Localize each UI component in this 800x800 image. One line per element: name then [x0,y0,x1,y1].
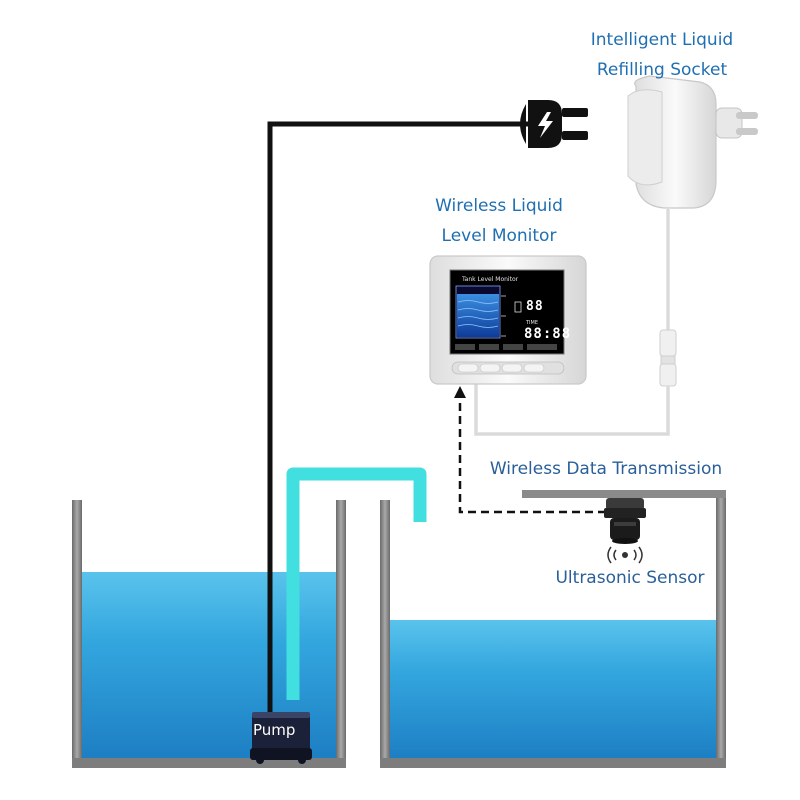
refilling-socket [474,75,758,436]
monitor-label-line1: Wireless Liquid [435,196,563,216]
source-tank-right-wall [336,500,346,768]
transfer-pipe [286,467,427,700]
power-plug-icon [520,100,588,148]
pump-label: Pump [253,721,296,739]
monitor-time-readout: 88:88 [524,326,572,342]
target-tank-right-wall [716,492,726,768]
monitor-screen-title: Tank Level Monitor [462,276,519,283]
level-monitor [429,255,587,385]
sensor-label: Ultrasonic Sensor [555,568,705,588]
pump [250,712,312,764]
monitor-percent-readout: 88 [526,299,544,314]
socket-label-line1: Intelligent Liquid [590,30,734,50]
target-tank-left-wall [380,500,390,768]
wireless-link [454,386,606,514]
monitor-label-line2: Level Monitor [441,226,557,246]
wireless-label: Wireless Data Transmission [489,459,723,479]
source-tank-bottom [72,758,346,768]
monitor-time-label: TIME [526,320,539,326]
target-tank [380,490,726,768]
target-tank-bottom [380,758,726,768]
power-cable [267,121,522,712]
target-tank-water [390,620,716,763]
socket-label-line2: Refilling Socket [596,60,728,80]
sensor-signal-icon [607,546,643,564]
source-tank-left-wall [72,500,82,768]
ultrasonic-sensor [604,498,646,544]
target-tank-lid [522,490,726,498]
